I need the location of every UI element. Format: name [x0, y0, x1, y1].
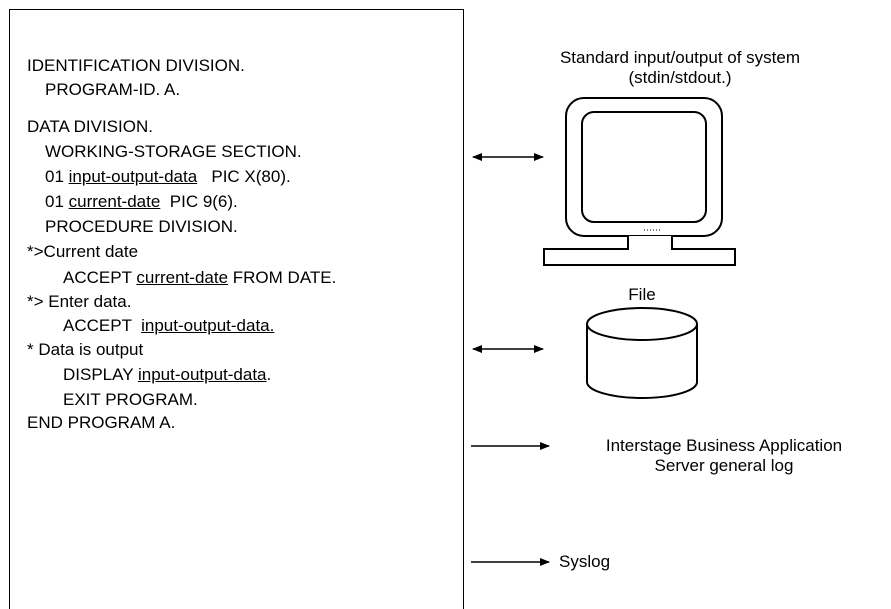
code-line: 01 input-output-data PIC X(80).	[45, 167, 291, 187]
terminal-icon	[543, 97, 736, 266]
code-line: END PROGRAM A.	[27, 413, 175, 433]
code-text: ACCEPT	[63, 316, 142, 335]
code-text: END PROGRAM A.	[27, 413, 176, 432]
code-text: IDENTIFICATION DIVISION.	[27, 56, 245, 75]
code-text: DATA DIVISION.	[27, 117, 153, 136]
code-line: *> Enter data.	[27, 292, 131, 312]
code-line: 01 current-date PIC 9(6).	[45, 192, 238, 212]
code-text: WORKING-STORAGE SECTION.	[45, 142, 302, 161]
identifier-underlined: input-output-data	[68, 167, 198, 186]
code-line: *>Current date	[27, 242, 138, 262]
code-line: DATA DIVISION.	[27, 117, 153, 137]
code-text: PIC 9(6).	[160, 192, 238, 211]
terminal-label: Standard input/output of system (stdin/s…	[559, 48, 801, 87]
file-label: File	[628, 285, 656, 304]
code-line: * Data is output	[27, 340, 143, 360]
code-text: PROGRAM-ID. A.	[45, 80, 181, 99]
code-line: PROGRAM-ID. A.	[45, 80, 180, 100]
identifier-underlined: input-output-data	[137, 365, 267, 384]
file-cylinder-icon	[586, 307, 698, 399]
code-text: PROCEDURE DIVISION.	[45, 217, 238, 236]
identifier-underlined: current-date	[68, 192, 161, 211]
code-text: ACCEPT	[63, 268, 137, 287]
code-line: PROCEDURE DIVISION.	[45, 217, 238, 237]
code-text: *> Enter data.	[27, 292, 132, 311]
code-text: 01	[45, 192, 69, 211]
code-text: PIC X(80).	[197, 167, 291, 186]
code-line: IDENTIFICATION DIVISION.	[27, 56, 245, 76]
code-text: * Data is output	[27, 340, 144, 359]
code-line: ACCEPT input-output-data.	[63, 316, 274, 336]
code-text: EXIT PROGRAM.	[63, 390, 198, 409]
log-label: Interstage Business Application Server g…	[605, 436, 843, 475]
identifier-underlined: input-output-data.	[141, 316, 275, 335]
identifier-underlined: current-date	[136, 268, 229, 287]
code-text: 01	[45, 167, 69, 186]
cobol-program-box	[9, 9, 464, 609]
code-text: *>Current date	[27, 242, 139, 261]
code-line: WORKING-STORAGE SECTION.	[45, 142, 302, 162]
syslog-label: Syslog	[559, 552, 611, 571]
code-text: .	[266, 365, 272, 384]
code-text: FROM DATE.	[228, 268, 337, 287]
code-line: ACCEPT current-date FROM DATE.	[63, 268, 336, 288]
code-line: EXIT PROGRAM.	[63, 390, 198, 410]
code-line: DISPLAY input-output-data.	[63, 365, 271, 385]
code-text: DISPLAY	[63, 365, 138, 384]
